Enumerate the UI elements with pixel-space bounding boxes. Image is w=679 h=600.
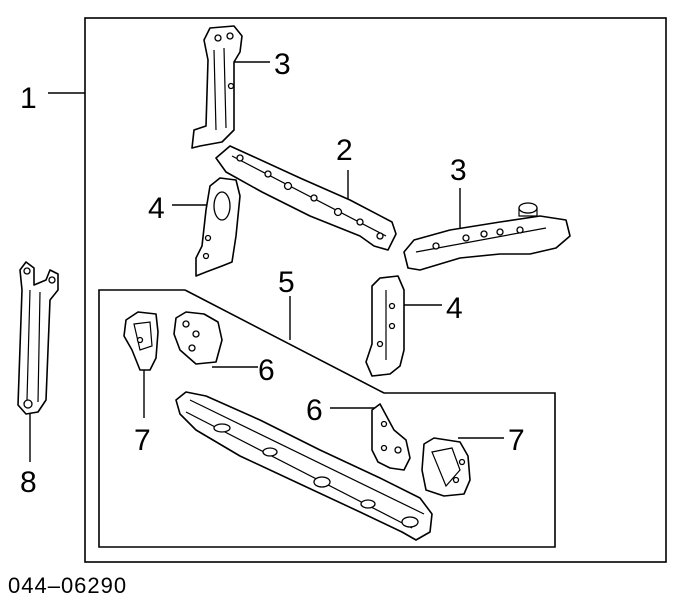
assembly-frame <box>84 17 667 563</box>
part-6-left-bracket <box>173 311 223 365</box>
part-3-side-bracket <box>403 202 571 271</box>
part-4-right-support <box>365 275 405 377</box>
callout-6-right: 6 <box>306 394 323 427</box>
subassembly-frame <box>98 289 556 548</box>
callout-8: 8 <box>20 466 37 499</box>
callout-3-upper: 3 <box>274 48 291 81</box>
part-6-right-bracket <box>371 403 411 471</box>
callout-6-left: 6 <box>258 354 275 387</box>
callout-3-side: 3 <box>450 154 467 187</box>
part-2-upper-crossmember <box>215 145 397 251</box>
callout-4-left: 4 <box>148 192 165 225</box>
callout-5: 5 <box>278 266 295 299</box>
callout-7-left: 7 <box>134 424 151 457</box>
callout-4-right: 4 <box>446 292 463 325</box>
part-3-upper-bracket <box>191 25 243 149</box>
callout-1: 1 <box>20 82 37 115</box>
part-8-brace <box>17 261 59 415</box>
part-4-left-support <box>195 177 241 277</box>
diagram-code: 044–06290 <box>8 573 127 598</box>
callout-2: 2 <box>336 134 353 167</box>
part-5-lower-crossmember <box>175 391 433 541</box>
part-7-left-bracket <box>123 311 159 371</box>
part-7-right-bracket <box>421 437 471 497</box>
callout-7-right: 7 <box>508 424 525 457</box>
